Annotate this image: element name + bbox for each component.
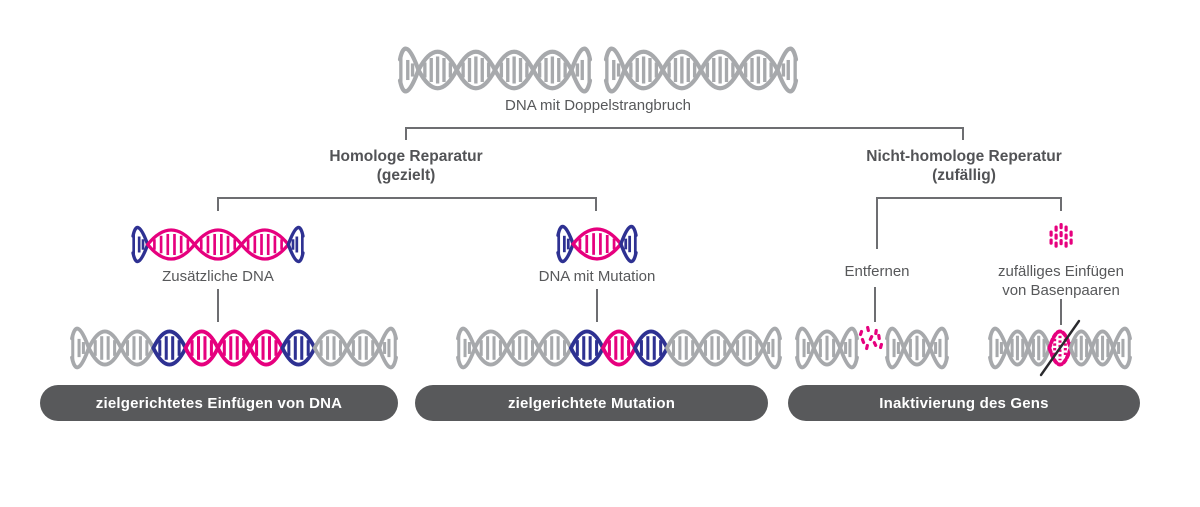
- homologous-repair-heading: Homologe Reparatur (gezielt): [256, 147, 556, 185]
- homologous-repair-subtitle: (gezielt): [376, 167, 436, 184]
- random-insert-label-line1: zufälliges Einfügen: [998, 263, 1124, 280]
- homologous-repair-title: Homologe Reparatur: [329, 148, 483, 165]
- nonhomologous-repair-subtitle: (zufällig): [932, 167, 996, 184]
- dna-doublestrand-break-right-icon: [603, 46, 799, 94]
- entfernen-connector-stem: [876, 211, 878, 249]
- result-dna-removal-icon: [795, 325, 949, 370]
- result-dna-inactivated-icon: [988, 319, 1132, 377]
- dna-doublestrand-break-left-icon: [397, 46, 593, 94]
- connector-stem-insertion: [217, 289, 219, 322]
- connector-stem-mutation: [596, 289, 598, 322]
- main-branch-bracket: [405, 127, 964, 140]
- base-pair-insert-icon: [1049, 223, 1073, 248]
- connector-stem-removal: [874, 287, 876, 322]
- nonhomologous-repair-title: Nicht-homologe Reperatur: [866, 148, 1062, 165]
- result-badge-insertion: zielgerichtetes Einfügen von DNA: [40, 385, 398, 421]
- additional-dna-label: Zusätzliche DNA: [162, 268, 274, 285]
- entfernen-label: Entfernen: [844, 263, 910, 280]
- random-insert-label: zufälliges Einfügen von Basenpaaren: [961, 262, 1161, 300]
- dna-break-label: DNA mit Doppelstrangbruch: [505, 97, 691, 114]
- additional-dna-icon: [131, 225, 305, 264]
- nonhomologous-branch-bracket: [876, 197, 1062, 211]
- dna-mutation-label: DNA mit Mutation: [538, 268, 656, 285]
- result-badge-inactivation: Inaktivierung des Gens: [788, 385, 1140, 421]
- dna-mutation-icon: [556, 224, 638, 264]
- result-dna-mutation-icon: [456, 326, 782, 370]
- result-dna-insertion-icon: [70, 326, 398, 370]
- result-badge-mutation: zielgerichtete Mutation: [415, 385, 768, 421]
- nonhomologous-repair-heading: Nicht-homologe Reperatur (zufällig): [814, 147, 1114, 185]
- homologous-branch-bracket: [217, 197, 597, 211]
- random-insert-label-line2: von Basenpaaren: [1002, 282, 1120, 299]
- connector-stem-random-insert: [1060, 299, 1062, 325]
